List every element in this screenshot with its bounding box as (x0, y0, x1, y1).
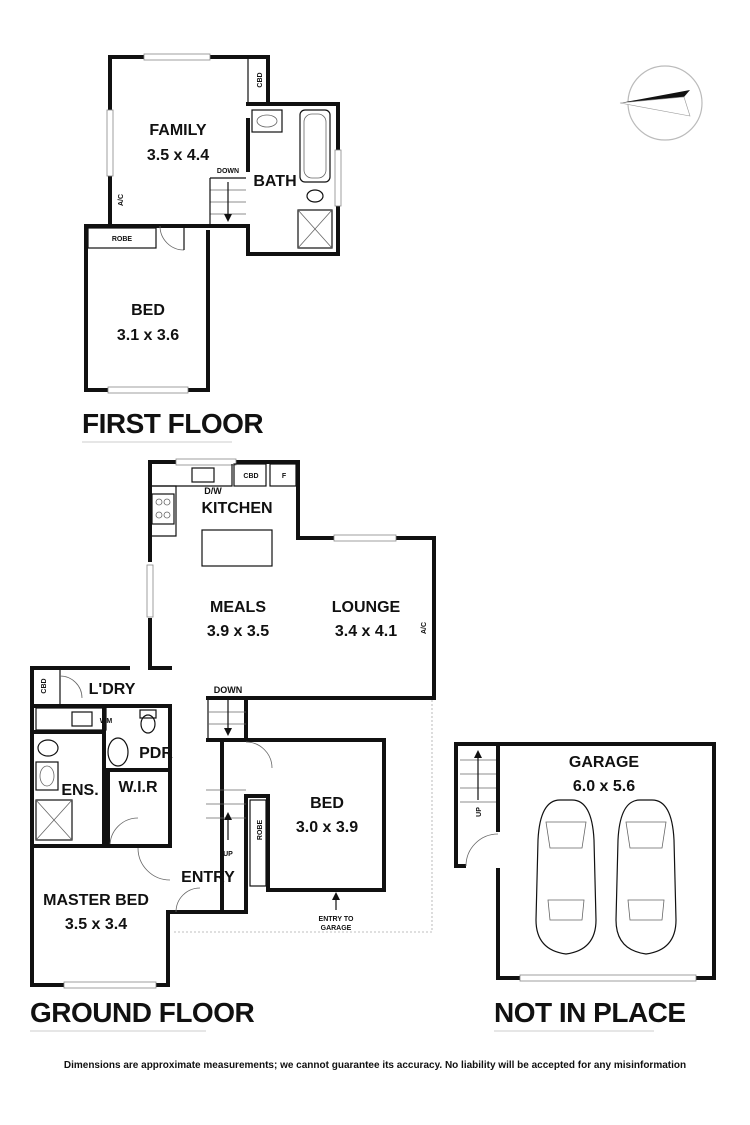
ensuite-name: ENS. (61, 782, 98, 799)
ground-floor-plan: KITCHEN D/W CBD F MEALS 3.9 x 3.5 LOUNGE… (30, 458, 436, 989)
first-bed-name: BED (131, 302, 165, 319)
garage-name: GARAGE (569, 754, 640, 771)
powder-name: PDR (139, 745, 173, 762)
toilet (306, 189, 324, 203)
disclaimer: Dimensions are approximate measurements;… (63, 1060, 687, 1071)
sink (191, 467, 215, 483)
garage-stairs (460, 750, 496, 803)
kitchen-island (201, 529, 273, 567)
family-room-dim: 3.5 x 4.4 (147, 147, 209, 164)
stairs-up-ground (206, 789, 246, 840)
family-room-walls (108, 55, 270, 228)
meals-dim: 3.9 x 3.5 (207, 623, 269, 640)
up-label-ground: UP (223, 851, 233, 858)
pantry-cbd (233, 463, 267, 487)
dw-label: D/W (204, 486, 222, 496)
down-label-ground: DOWN (214, 685, 243, 695)
stairs-down-ground (207, 700, 246, 740)
family-room-name: FAMILY (149, 122, 207, 139)
family-window-left (106, 109, 114, 177)
ground-bed-dim: 3.0 x 3.9 (296, 819, 358, 836)
laundry-name: L'DRY (89, 681, 136, 698)
first-floor-title: FIRST FLOOR (82, 408, 263, 439)
entry-walls (172, 738, 224, 914)
ac-label: A/C (118, 194, 125, 206)
car-icon (535, 799, 597, 955)
wm-label: WM (100, 718, 113, 725)
cbd-label-ground: CBD (243, 473, 258, 480)
lounge-dim: 3.4 x 4.1 (335, 623, 397, 640)
robe (87, 227, 157, 249)
bathtub (299, 109, 331, 183)
cbd-laundry-label: CBD (41, 678, 48, 693)
entry-to-garage-line2: GARAGE (321, 925, 352, 932)
ground-bed-name: BED (310, 795, 344, 812)
robe-ground-label: ROBE (257, 820, 264, 841)
garage-plan: GARAGE 6.0 x 5.6 UP (454, 742, 716, 982)
entry-name: ENTRY (181, 869, 235, 886)
down-label: DOWN (217, 168, 239, 175)
first-floor-plan: FAMILY 3.5 x 4.4 BATH BED 3.1 x 3.6 ROBE… (84, 53, 342, 394)
first-bed-walls (84, 224, 210, 392)
ground-bed-walls (244, 738, 386, 892)
garage-walls (496, 742, 716, 980)
garage-dim: 6.0 x 5.6 (573, 778, 635, 795)
not-in-place-title: NOT IN PLACE (494, 997, 686, 1028)
cooktop (151, 493, 175, 525)
entry-to-garage-line1: ENTRY TO (319, 916, 354, 923)
robe-ground (249, 799, 267, 887)
wir-walls (106, 768, 172, 848)
vanity (251, 109, 283, 133)
garage-up-label: UP (476, 807, 483, 817)
family-window-top (143, 53, 211, 61)
lounge-window (333, 534, 397, 542)
ac-label-ground: A/C (421, 622, 428, 634)
garage-door (519, 974, 697, 982)
meals-name: MEALS (210, 599, 266, 616)
bed-window (107, 386, 189, 394)
wir-name: W.I.R (118, 779, 158, 796)
stairs-down-first (209, 177, 246, 226)
compass-icon (619, 65, 703, 141)
master-window (63, 981, 157, 989)
bath-walls (246, 102, 340, 256)
first-bed-dim: 3.1 x 3.6 (117, 327, 179, 344)
master-bed-name: MASTER BED (43, 892, 149, 909)
kitchen-window (175, 458, 237, 466)
car-icon (615, 799, 677, 955)
fridge (269, 463, 297, 487)
shower (297, 209, 333, 249)
lounge-name: LOUNGE (332, 599, 401, 616)
master-bed-dim: 3.5 x 3.4 (65, 916, 127, 933)
cbd-label: CBD (257, 72, 264, 87)
ground-floor-title: GROUND FLOOR (30, 997, 254, 1028)
bath-name: BATH (253, 173, 296, 190)
kitchen-name: KITCHEN (201, 500, 272, 517)
laundry-bench (35, 707, 107, 731)
f-label: F (282, 473, 287, 480)
robe-label: ROBE (112, 236, 133, 243)
